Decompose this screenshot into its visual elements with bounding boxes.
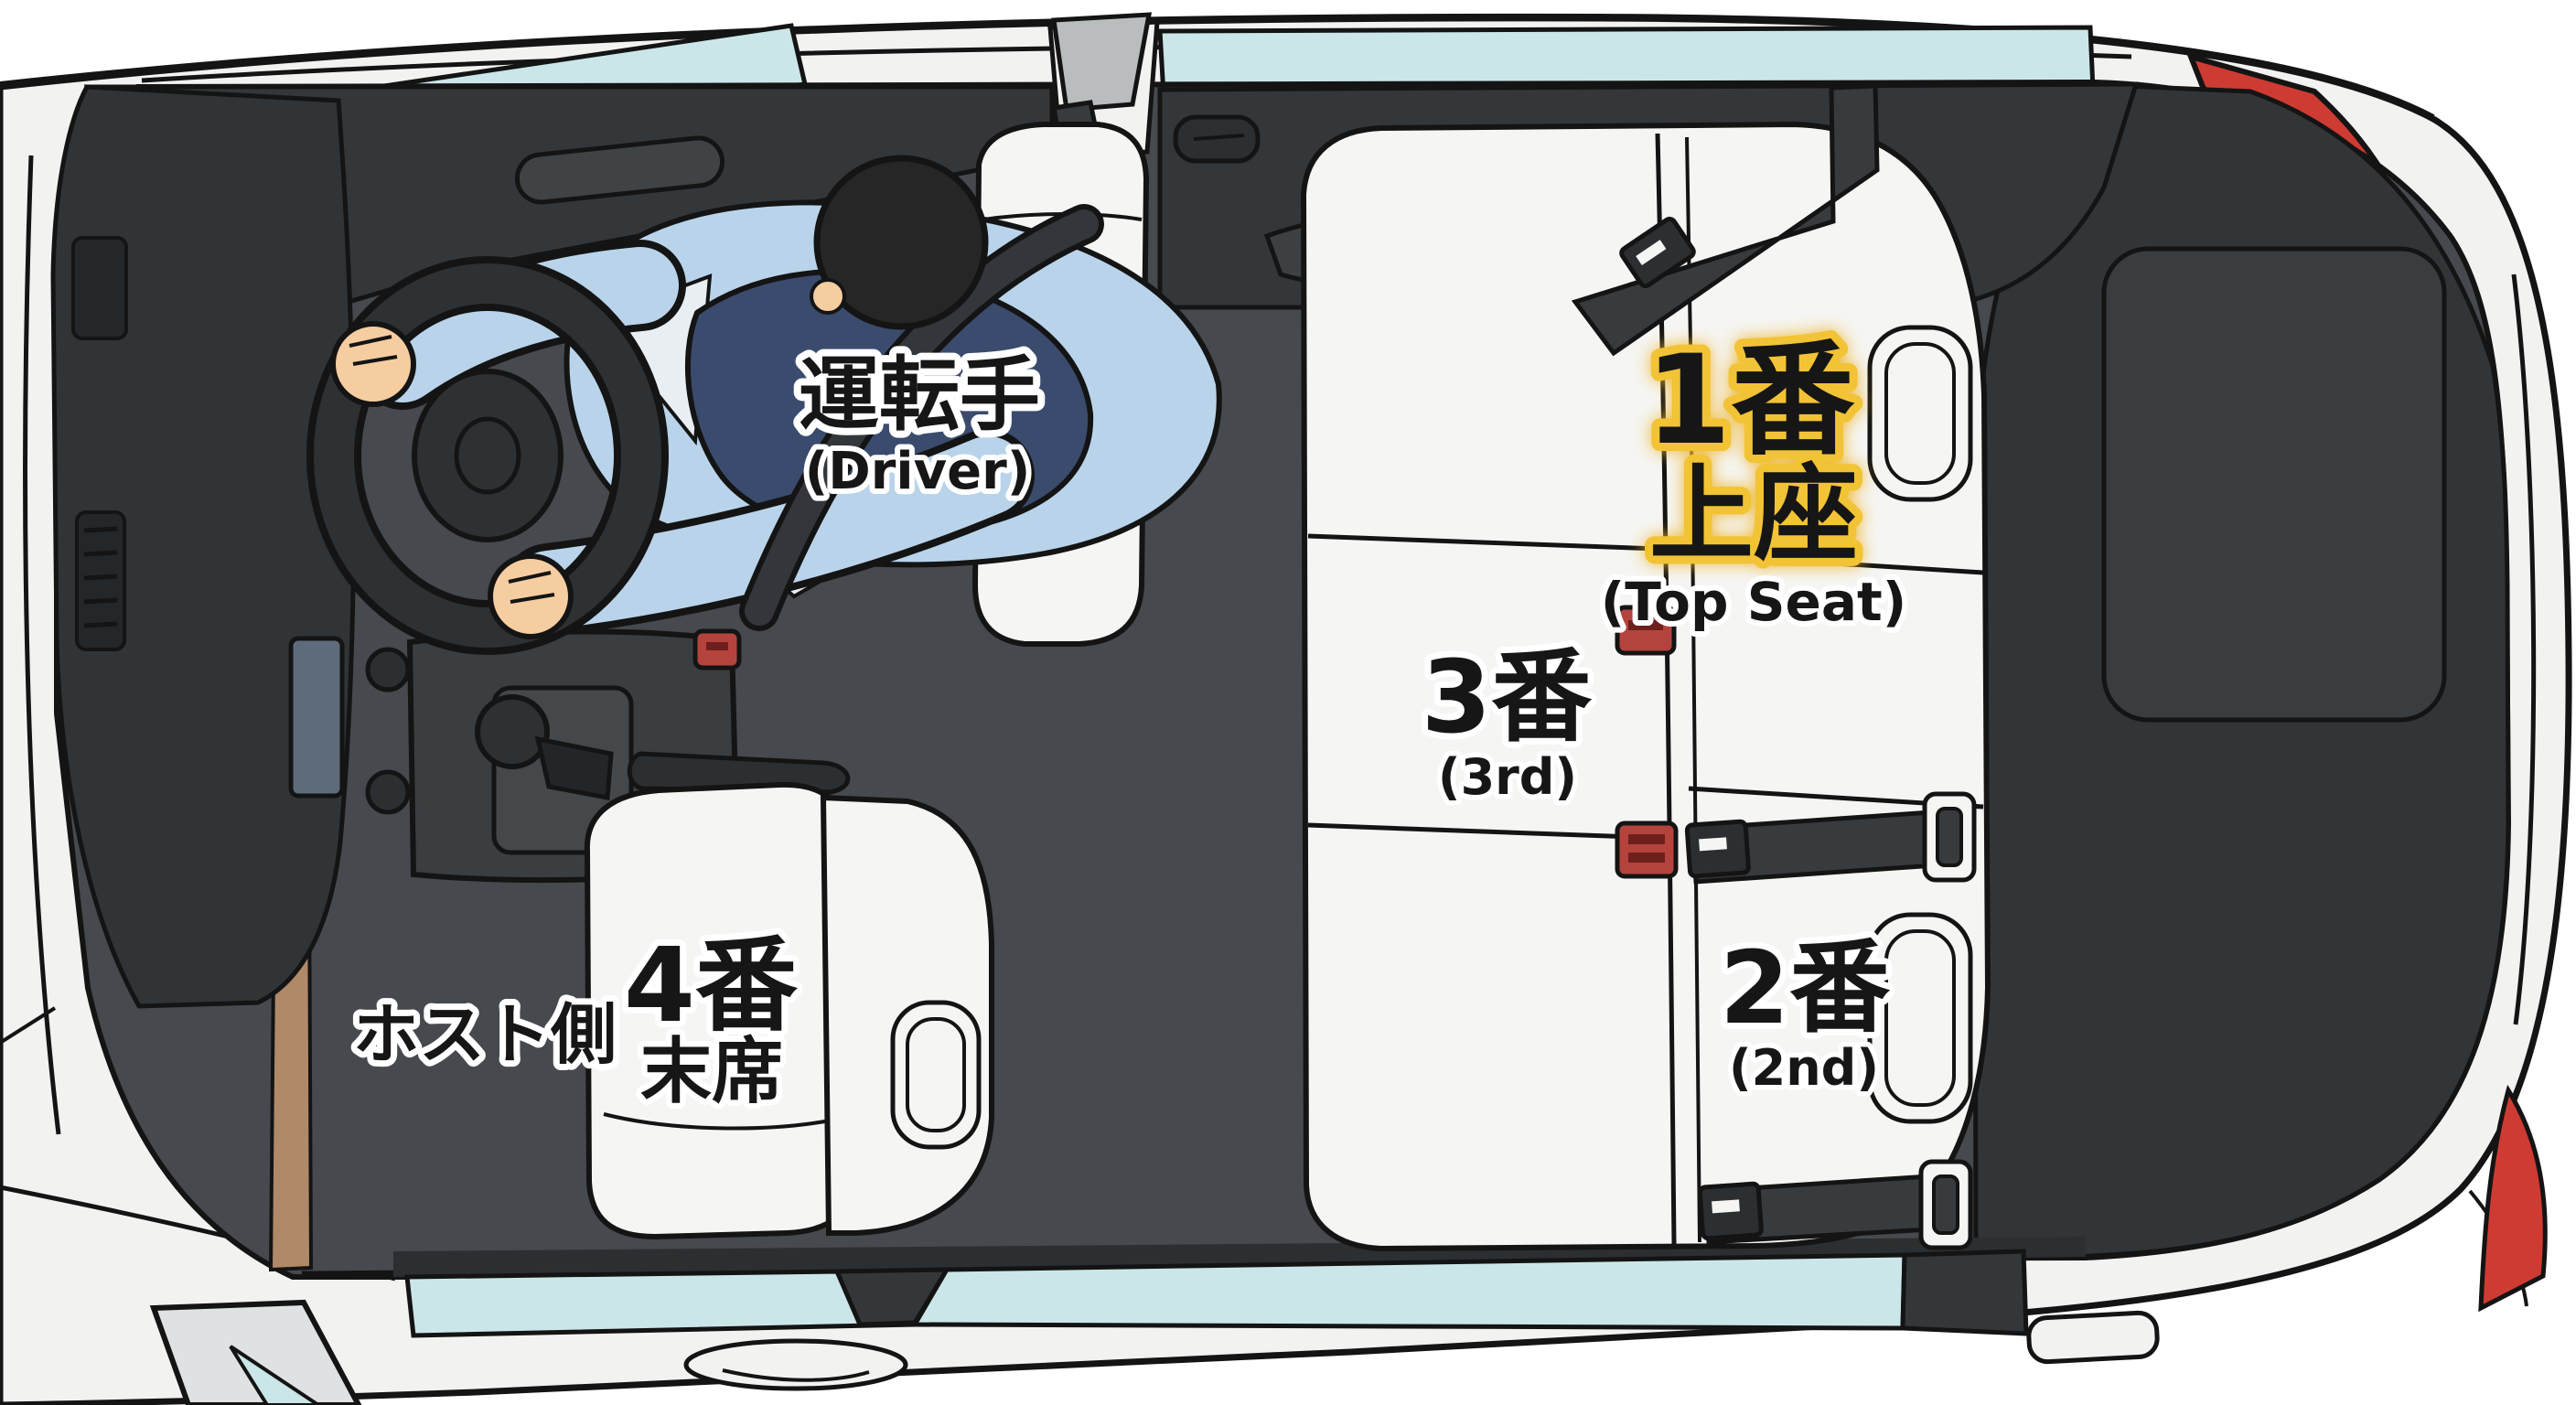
- c-pillar-bottom: [1900, 1249, 2029, 1336]
- driver-figure: [306, 155, 1222, 655]
- steering-wheel: [306, 256, 669, 655]
- front-door-handle: [514, 135, 725, 205]
- front-door-window-bottom: [404, 1269, 922, 1338]
- rear-door-handle-outside: [2026, 1310, 2160, 1365]
- label-driver-en: (Driver): [805, 442, 1031, 501]
- rear-headrest-1: [1867, 325, 1973, 502]
- label-driver-jp: 運転手: [799, 348, 1040, 442]
- rear-headrest-2: [1867, 912, 1973, 1124]
- front-passenger-seat: [584, 781, 994, 1240]
- taillight-bottom: [2478, 1084, 2548, 1313]
- label-host-side: ホスト側: [353, 996, 617, 1073]
- dashboard: [50, 84, 357, 1009]
- side-mirror-top: [1051, 12, 1153, 113]
- label-seat2-number: 2番: [1720, 929, 1891, 1046]
- driver-head: [813, 155, 989, 330]
- label-seat2-en: (2nd): [1729, 1039, 1879, 1097]
- gear-shift-knob: [475, 694, 550, 769]
- seat3-buckle: [1615, 820, 1679, 879]
- bottom-exterior: [149, 1249, 2160, 1405]
- driver-hands: [330, 321, 574, 639]
- rear-bench-seat: [1300, 121, 1991, 1252]
- label-seat4-number: 4番: [624, 927, 798, 1046]
- rear-seatbelts: [1571, 83, 1977, 1250]
- label-seat1-en: (Top Seat): [1601, 571, 1906, 633]
- labels: 運転手 (Driver) 1番 上座 (Top Seat) 3番 (3rd) 2…: [347, 320, 1912, 1120]
- passenger-headrest: [890, 1000, 982, 1150]
- label-seat3-en: (3rd): [1438, 748, 1577, 806]
- label-seat3-number: 3番: [1422, 638, 1593, 756]
- side-mirror-bottom: [149, 1299, 362, 1405]
- label-seat1-number: 1番: [1646, 328, 1855, 472]
- rear-door-window-bottom: [910, 1252, 1907, 1331]
- label-seat4-rank: 末席: [640, 1031, 783, 1113]
- label-seat1-rank: 上座: [1649, 454, 1858, 575]
- center-display: [288, 636, 345, 799]
- trunk-cargo-box: [2101, 246, 2447, 723]
